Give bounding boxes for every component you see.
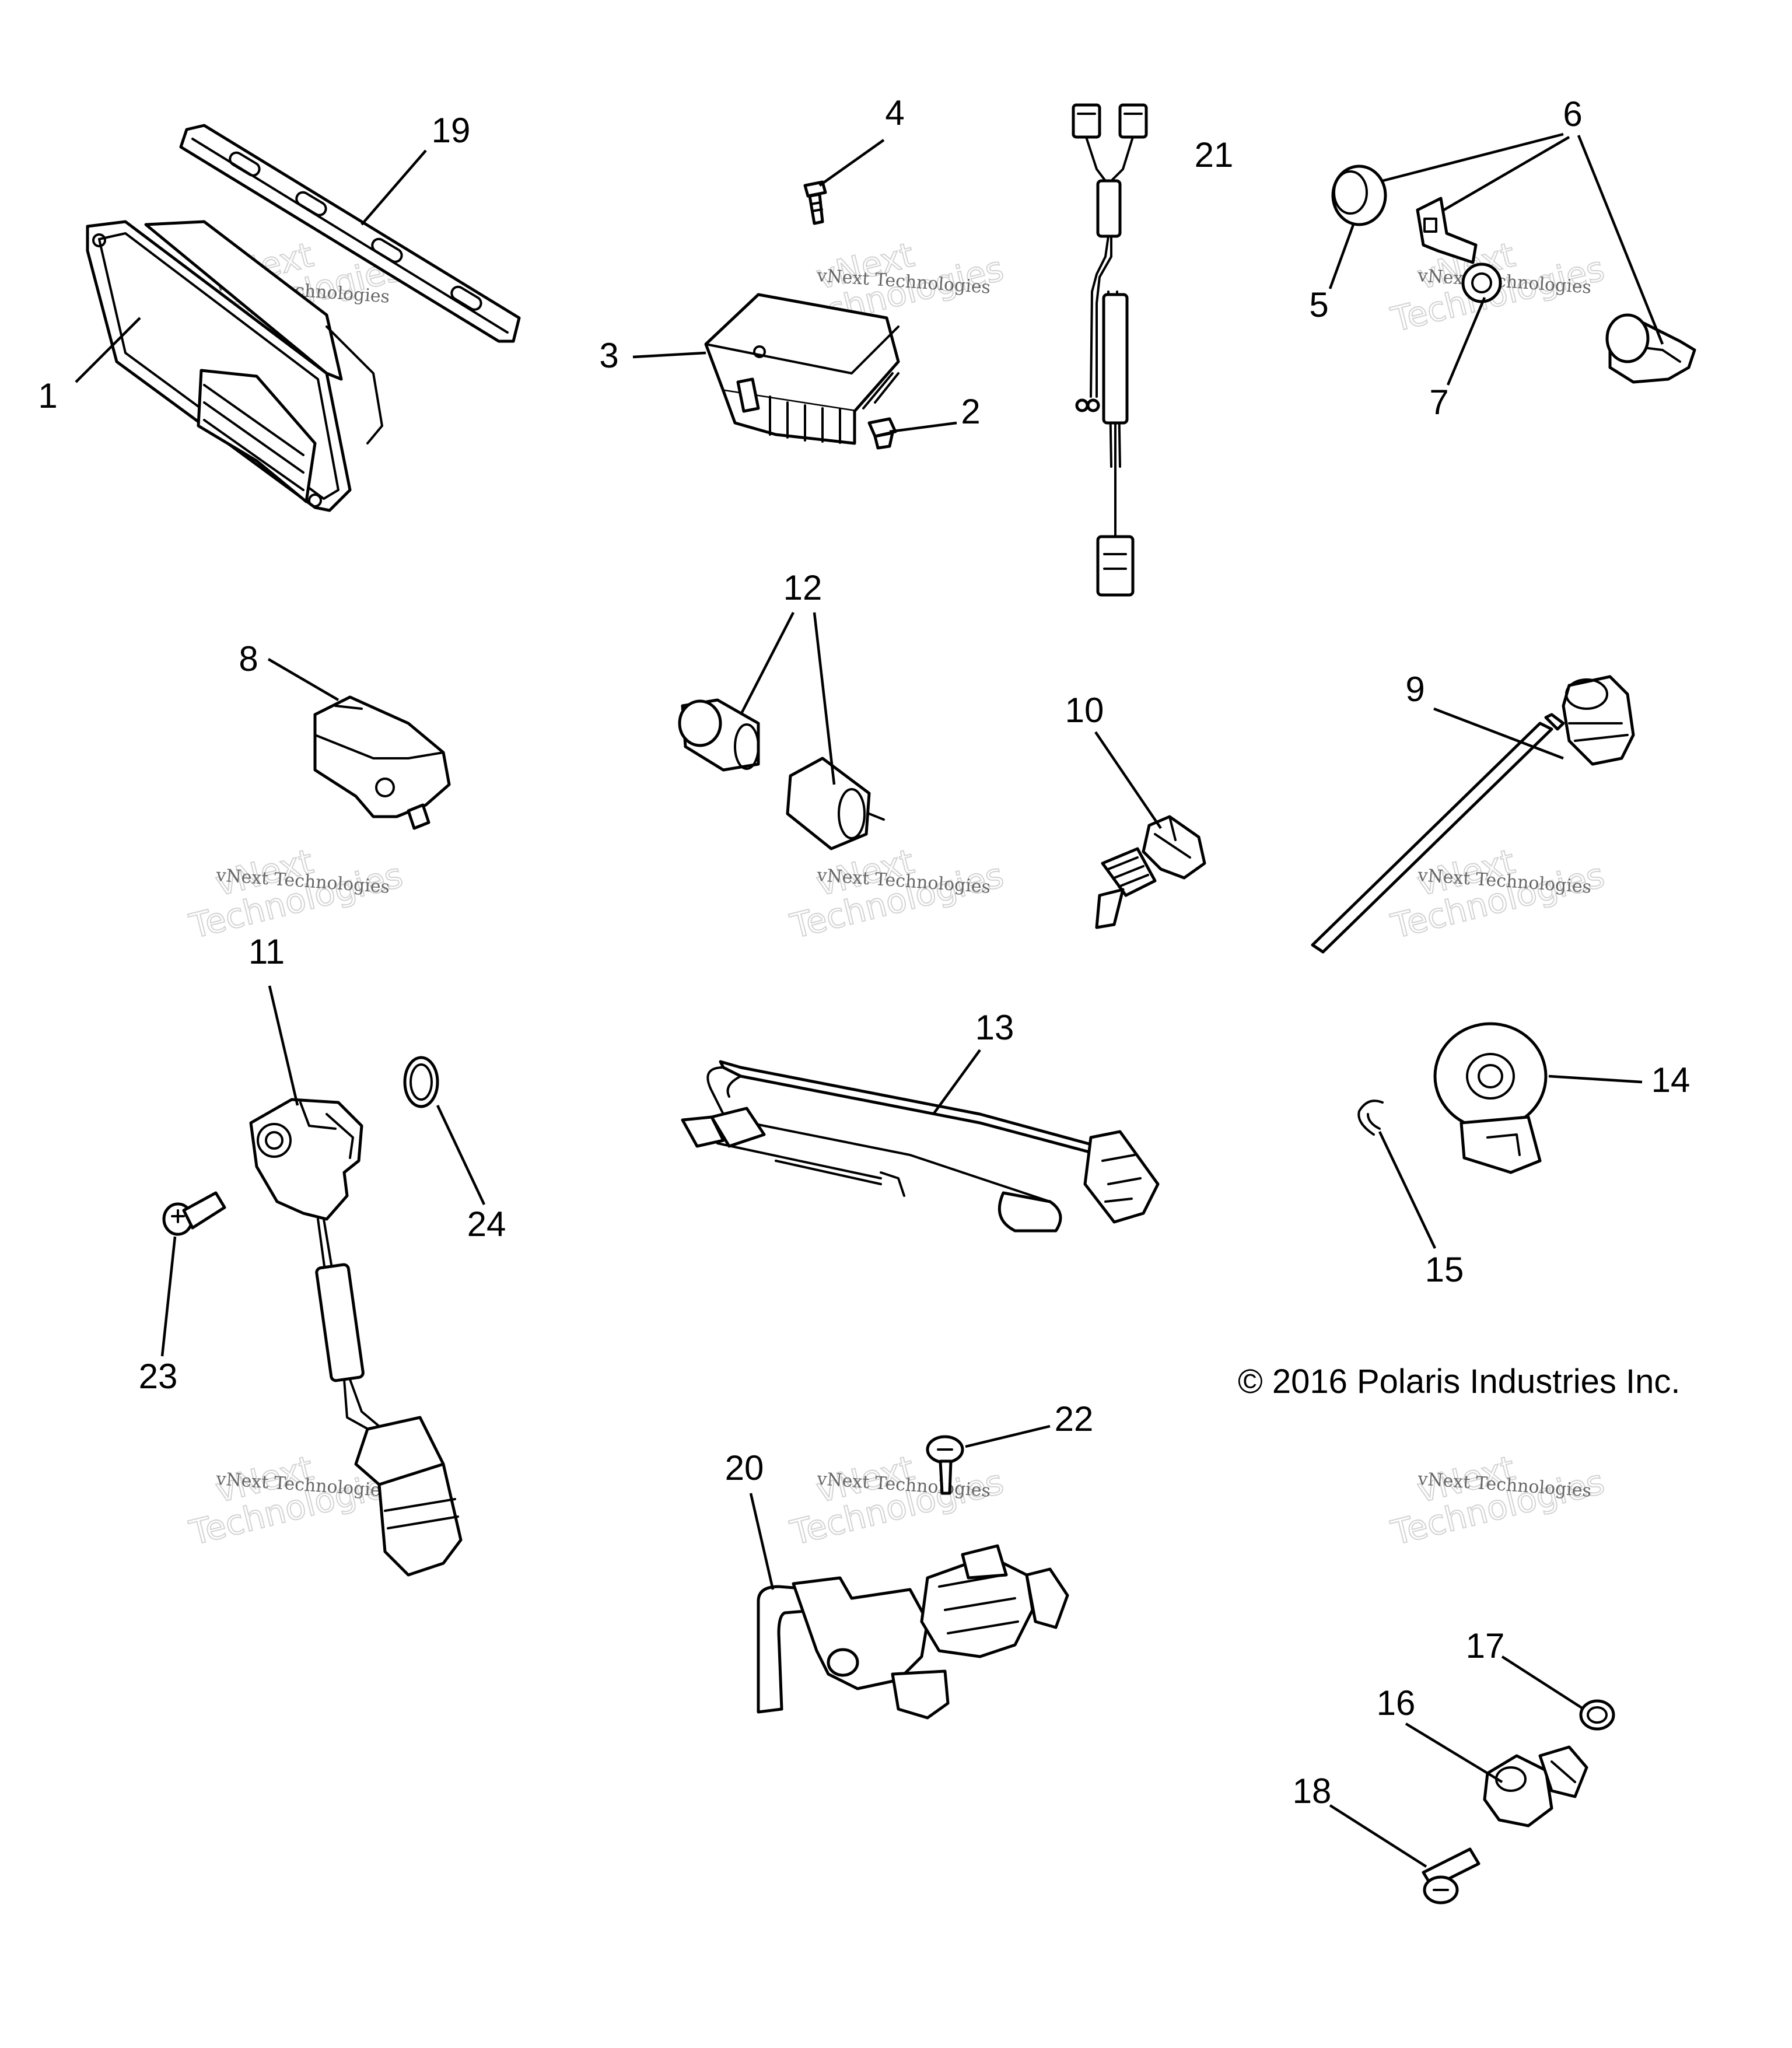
part-5-grommet xyxy=(1331,164,1387,226)
part-17-oring xyxy=(1579,1699,1615,1731)
part-12-cap-b xyxy=(786,757,885,850)
part-12-cap-a xyxy=(678,698,760,772)
part-9-sensor-rod xyxy=(1311,675,1635,954)
callout-19: 19 xyxy=(432,111,471,150)
part-14-knock-sensor xyxy=(1433,1022,1548,1174)
part-23-bolt xyxy=(162,1191,226,1236)
callout-20: 20 xyxy=(725,1448,764,1487)
part-16-cam-sensor xyxy=(1483,1745,1588,1828)
callout-2: 2 xyxy=(961,392,980,431)
callout-15: 15 xyxy=(1425,1250,1464,1289)
callout-4: 4 xyxy=(885,93,904,132)
part-24-oring xyxy=(403,1056,439,1108)
callout-7: 7 xyxy=(1429,383,1448,422)
callout-18: 18 xyxy=(1293,1772,1332,1811)
callout-12: 12 xyxy=(783,568,822,607)
leader-lines xyxy=(75,132,1664,1868)
callout-1: 1 xyxy=(38,376,57,415)
callout-13: 13 xyxy=(975,1008,1014,1047)
callout-17: 17 xyxy=(1466,1626,1505,1665)
callout-23: 23 xyxy=(139,1357,178,1396)
callout-14: 14 xyxy=(1651,1060,1690,1100)
callout-11: 11 xyxy=(249,932,285,971)
part-11-sensor xyxy=(249,1098,463,1577)
part-22-screw xyxy=(926,1435,964,1495)
part-15-clip xyxy=(1357,1100,1384,1136)
part-6-clip xyxy=(1416,197,1478,264)
callout-21: 21 xyxy=(1195,135,1234,174)
part-2-nut xyxy=(867,417,897,450)
callout-5: 5 xyxy=(1309,285,1328,324)
callout-16: 16 xyxy=(1377,1683,1416,1723)
part-6-sensor xyxy=(1605,313,1696,384)
callout-6: 6 xyxy=(1563,94,1582,134)
part-13-harness-loop xyxy=(681,1060,1160,1233)
part-18-bolt xyxy=(1422,1847,1480,1905)
callout-9: 9 xyxy=(1405,670,1424,709)
callout-8: 8 xyxy=(239,639,258,678)
part-20-valve xyxy=(757,1544,1069,1720)
part-3-regulator xyxy=(704,293,900,445)
callout-24: 24 xyxy=(467,1205,506,1244)
part-21-harness xyxy=(1072,103,1148,597)
part-19-bracket xyxy=(179,124,521,343)
part-8-sensor xyxy=(313,695,451,830)
callout-10: 10 xyxy=(1065,691,1104,730)
callout-3: 3 xyxy=(599,336,618,375)
callout-22: 22 xyxy=(1055,1399,1094,1438)
part-7-grommet xyxy=(1461,262,1502,303)
copyright-notice: © 2016 Polaris Industries Inc. xyxy=(1238,1363,1680,1401)
part-4-screw xyxy=(803,180,827,225)
part-1-ecu xyxy=(86,220,383,512)
part-10-temp-sensor xyxy=(1095,815,1206,929)
